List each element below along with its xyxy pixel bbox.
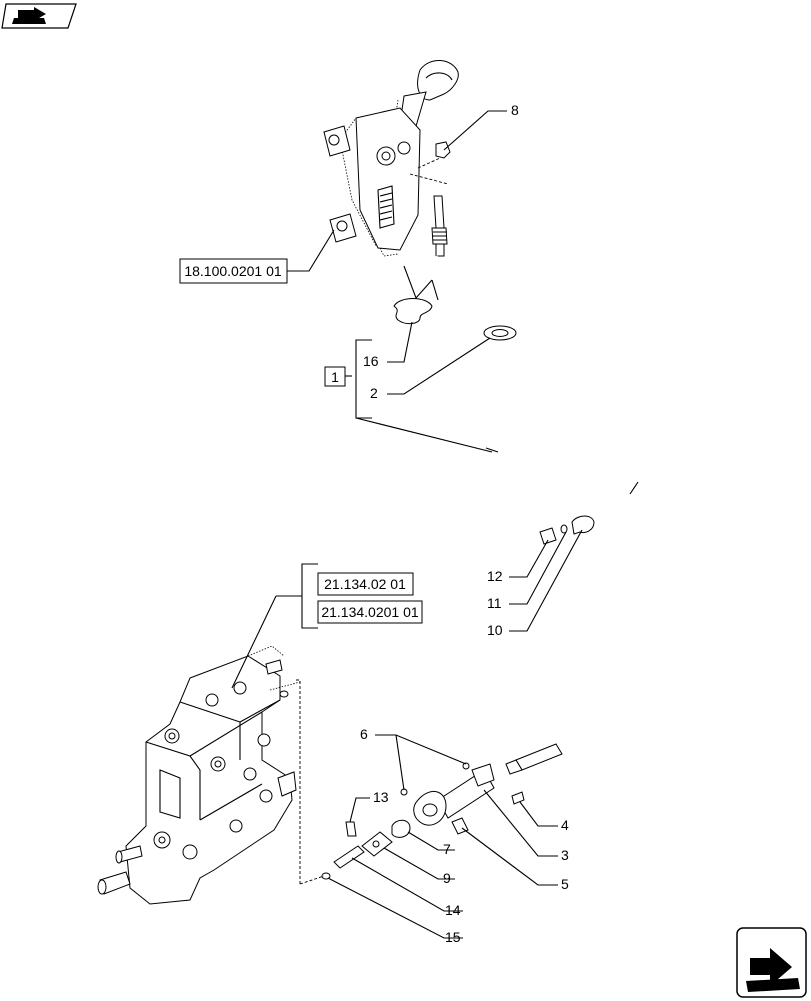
leader-lines: [231, 110, 583, 939]
clip-assembly: [539, 515, 595, 545]
callout-11: 11: [487, 595, 502, 611]
callout-16: 16: [363, 353, 379, 369]
callout-8: 8: [511, 102, 519, 118]
kit-number-box: 1: [324, 366, 346, 387]
ref-shift-lever-text: 18.100.0201 01: [184, 263, 282, 279]
callout-4: 4: [561, 817, 569, 833]
callout-9: 9: [443, 870, 451, 886]
callout-12: 12: [487, 568, 503, 584]
seal-part-16: [393, 265, 439, 325]
control-valve: [97, 645, 301, 905]
callout-15: 15: [445, 929, 461, 945]
ref-shift-lever[interactable]: 18.100.0201 01: [179, 258, 288, 284]
callout-13: 13: [373, 789, 389, 805]
callout-10: 10: [487, 622, 503, 638]
kit-number: 1: [331, 369, 339, 385]
callout-3: 3: [561, 847, 569, 863]
ref-valve-b[interactable]: 21.134.0201 01: [317, 600, 423, 624]
cable-bracket-assembly: [296, 679, 525, 885]
callout-labels: 8 16 2 12 11 10 6 13 4 7 3 9 5 14 15: [360, 102, 569, 945]
callout-2: 2: [370, 385, 378, 401]
callout-5: 5: [561, 876, 569, 892]
ref-valve-a[interactable]: 21.134.02 01: [317, 572, 414, 596]
callout-14: 14: [445, 902, 461, 918]
book-arrow-icon[interactable]: [1, 3, 77, 29]
ref-valve-a-text: 21.134.02 01: [324, 576, 406, 592]
callout-6: 6: [360, 726, 368, 742]
shift-lever-assembly: [323, 60, 459, 257]
control-cable: [434, 255, 693, 775]
callout-7: 7: [443, 841, 451, 857]
next-page-arrow-icon[interactable]: [736, 927, 807, 998]
ref-valve-b-text: 21.134.0201 01: [321, 604, 419, 620]
